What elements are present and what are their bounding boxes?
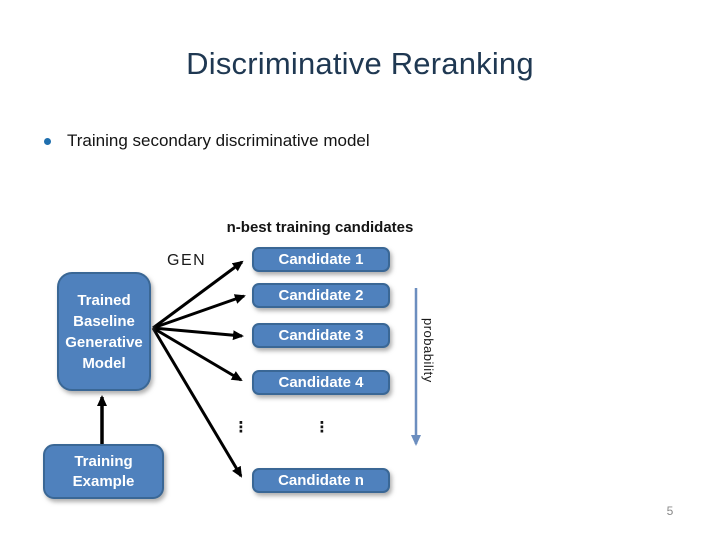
trained-baseline-generative-model-box: Trained Baseline Generative Model: [57, 272, 151, 391]
arrow-model-to-candidate-n: [151, 327, 243, 478]
arrow-model-to-candidate-3: [152, 326, 244, 341]
vertical-ellipsis-right: ⋮: [314, 418, 330, 436]
arrow-model-to-candidate-2: [152, 294, 246, 330]
probability-axis-label: probability: [421, 318, 436, 383]
candidate-1-box: Candidate 1: [252, 247, 390, 272]
n-best-candidates-label: n-best training candidates: [226, 219, 414, 236]
vertical-ellipsis-left: ⋮: [233, 418, 249, 436]
training-example-box: Training Example: [43, 444, 164, 499]
slide-title: Discriminative Reranking: [186, 46, 534, 81]
bullet-text: Training secondary discriminative model: [67, 131, 370, 150]
arrow-model-to-candidate-4: [152, 326, 243, 382]
bullet-dot-icon: [44, 138, 51, 145]
arrow-model-to-candidate-1: [152, 260, 244, 330]
page-number: 5: [666, 504, 674, 518]
candidate-3-box: Candidate 3: [252, 323, 390, 348]
candidate-n-box: Candidate n: [252, 468, 390, 493]
candidate-4-box: Candidate 4: [252, 370, 390, 395]
candidate-2-box: Candidate 2: [252, 283, 390, 308]
gen-label: GEN: [167, 252, 207, 269]
